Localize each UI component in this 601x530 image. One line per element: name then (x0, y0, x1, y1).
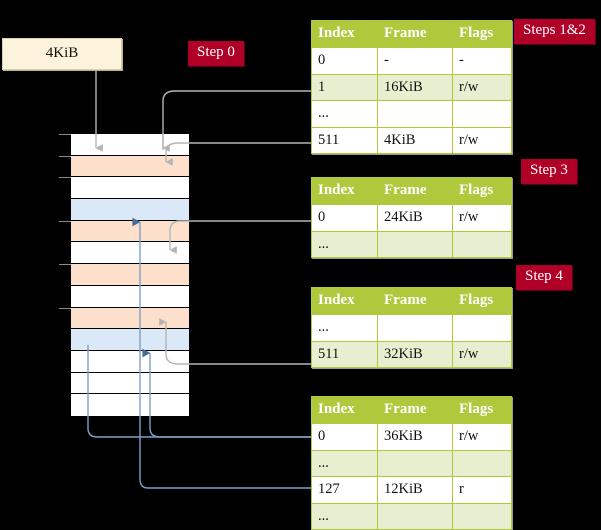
kib-frame-box: 4KiB (2, 38, 122, 70)
table-cell (377, 502, 453, 530)
column-header-frame: Frame (377, 396, 453, 424)
table-cell: 511 (311, 340, 378, 368)
table-cell (452, 449, 512, 477)
table-row: ... (311, 100, 512, 128)
connector-blue-b (149, 420, 313, 438)
row-tick (59, 134, 71, 135)
table-cell: ... (311, 230, 378, 258)
steps12-badge: Steps 1&2 (514, 19, 595, 44)
memory-row (71, 329, 189, 351)
column-header-flags: Flags (452, 177, 512, 205)
table-cell: 32KiB (377, 340, 453, 368)
row-tick (59, 220, 71, 222)
physical-memory-grid (59, 133, 190, 416)
table-cell: 0 (311, 423, 378, 451)
mask-left-bottom (0, 416, 70, 528)
table-cell (377, 100, 453, 128)
connector-blue-c (139, 420, 313, 489)
table-cell (377, 449, 453, 477)
memory-row (71, 350, 189, 373)
table-cell: 4KiB (377, 126, 453, 154)
column-header-flags: Flags (452, 20, 512, 48)
table-cell: 511 (311, 126, 378, 154)
column-header-frame: Frame (377, 20, 453, 48)
table-row: 0-- (311, 47, 512, 75)
row-tick (59, 155, 71, 157)
memory-row (71, 199, 189, 221)
row-tick (59, 264, 71, 266)
row-tick (59, 307, 71, 309)
memory-row (71, 242, 189, 265)
column-header-flags: Flags (452, 396, 512, 424)
table-cell (377, 230, 453, 258)
table-cell: - (452, 47, 512, 75)
row-tick (59, 177, 71, 179)
memory-row (59, 220, 189, 243)
table-cell: r/w (452, 340, 512, 368)
table-cell: r/w (452, 423, 512, 451)
column-header-frame: Frame (377, 177, 453, 205)
table-cell: ... (311, 502, 378, 530)
table-cell (452, 314, 512, 342)
table-cell: r/w (452, 126, 512, 154)
table-cell: 127 (311, 476, 378, 504)
memory-row (71, 372, 189, 395)
table-cell (452, 100, 512, 128)
table-row: ... (311, 230, 512, 258)
column-header-index: Index (311, 20, 378, 48)
table-cell: 36KiB (377, 423, 453, 451)
table-cell (452, 502, 512, 530)
table-cell: 1 (311, 73, 378, 101)
table-cell: ... (311, 449, 378, 477)
column-header-index: Index (311, 396, 378, 424)
table-cell: ... (311, 314, 378, 342)
table-row: ... (311, 314, 512, 342)
memory-row (59, 177, 189, 200)
step0-badge: Step 0 (188, 41, 244, 66)
table-cell (452, 230, 512, 258)
step4-badge: Step 4 (516, 265, 572, 290)
table-cell: - (377, 47, 453, 75)
table-cell: 0 (311, 204, 378, 232)
column-header-index: Index (311, 287, 378, 315)
memory-row (59, 134, 189, 156)
memory-row (71, 285, 189, 308)
table-cell: 12KiB (377, 476, 453, 504)
table-cell (377, 314, 453, 342)
table-cell: 16KiB (377, 73, 453, 101)
column-header-frame: Frame (377, 287, 453, 315)
table-cell: 0 (311, 47, 378, 75)
memory-row (71, 394, 189, 416)
table-cell: r/w (452, 204, 512, 232)
memory-row (59, 264, 189, 286)
table-cell: r (452, 476, 512, 504)
table-cell: ... (311, 100, 378, 128)
table-cell: 24KiB (377, 204, 453, 232)
table-row: ... (311, 502, 512, 530)
table-row: ... (311, 449, 512, 477)
memory-row (59, 155, 189, 178)
connector-blue-a (87, 415, 313, 438)
step3-badge: Step 3 (521, 159, 577, 184)
column-header-index: Index (311, 177, 378, 205)
column-header-flags: Flags (452, 287, 512, 315)
table-cell: r/w (452, 73, 512, 101)
memory-row (59, 307, 189, 330)
